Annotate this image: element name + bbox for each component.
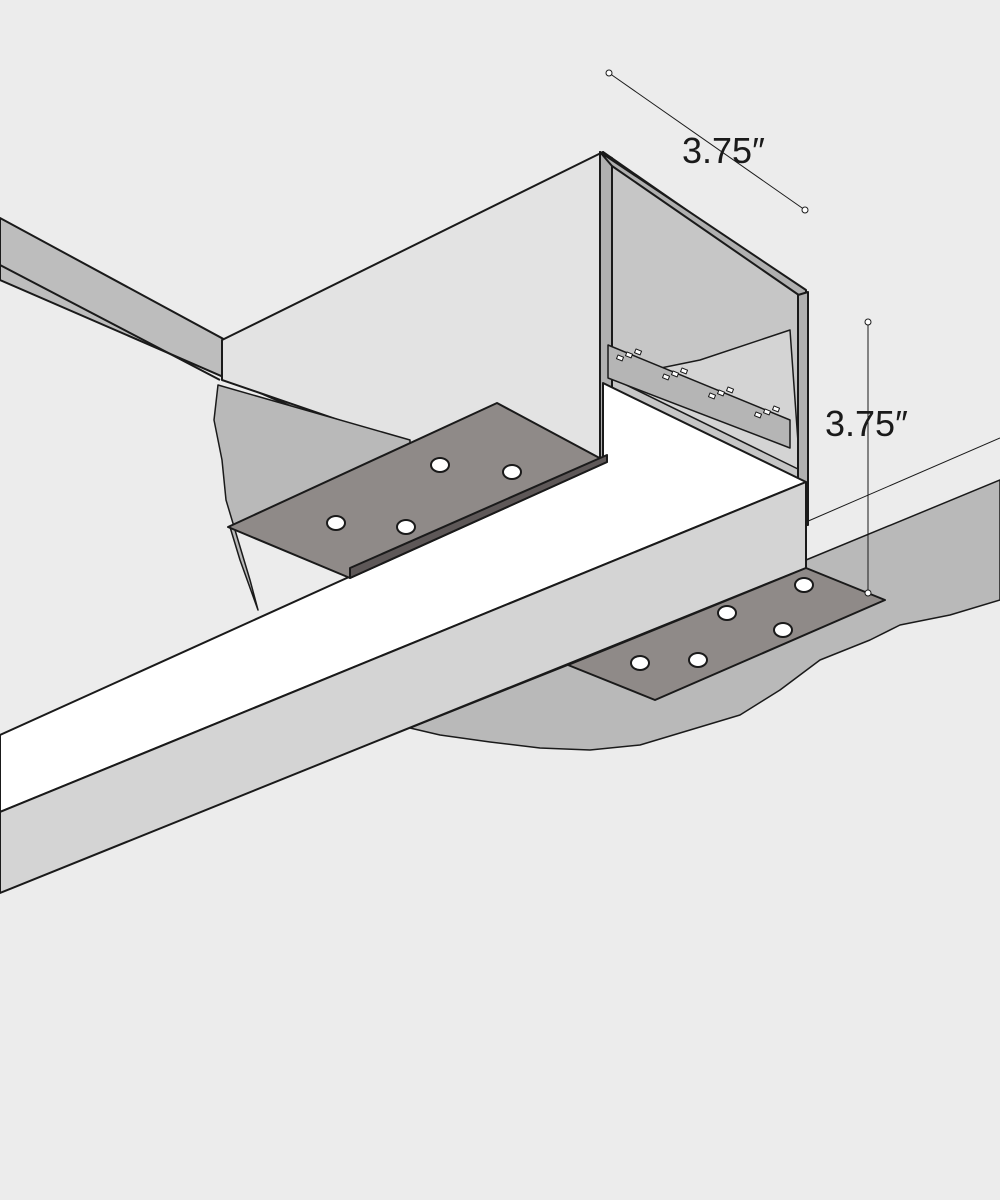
led-strip [607,344,791,449]
dimension-lines [605,69,872,597]
screw-hole [430,457,450,473]
screw-hole [630,655,650,671]
led-chip [772,405,781,413]
screw-hole [688,652,708,668]
width-dimension-label: 3.75″ [682,130,765,171]
led-chip [616,354,625,362]
led-chip [662,373,671,381]
height-dimension-label: 3.75″ [825,403,908,444]
screw-hole [794,577,814,593]
screw-hole [326,515,346,531]
led-chip [726,386,735,394]
led-chip [634,348,643,356]
led-chip [754,411,763,419]
led-chip [717,389,726,397]
led-chip [708,392,717,400]
led-chip [625,351,634,359]
screw-hole [396,519,416,535]
led-chip [671,370,680,378]
screw-hole [773,622,793,638]
led-chip [680,367,689,375]
housing-right-edge [797,291,809,526]
screw-hole [502,464,522,480]
screw-hole [717,605,737,621]
led-chip [763,408,772,416]
